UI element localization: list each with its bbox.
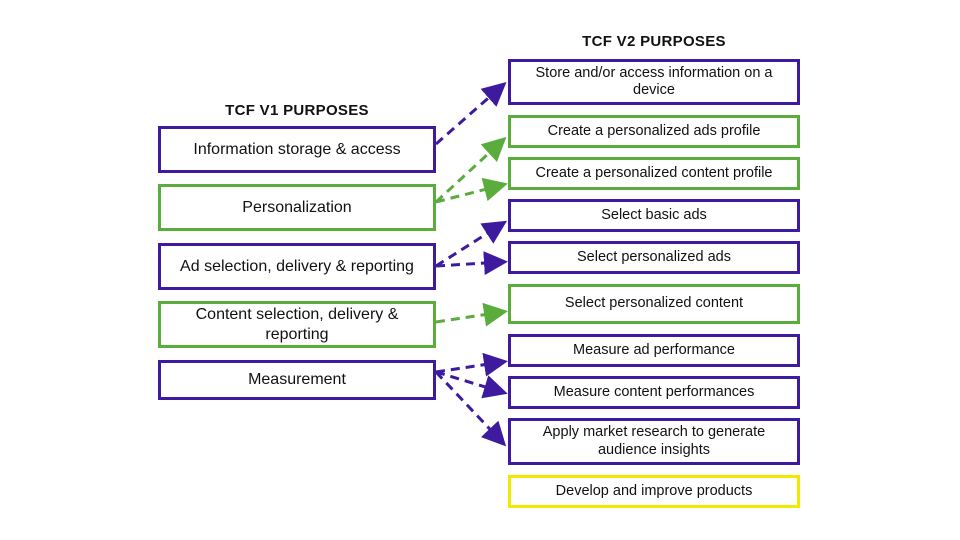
v1-purpose-content-selection: Content selection, delivery & reporting <box>158 301 436 348</box>
v1-column-heading: TCF V1 PURPOSES <box>225 102 369 119</box>
v1-purpose-personalization: Personalization <box>158 184 436 231</box>
mapping-arrow-1 <box>435 82 507 146</box>
mapping-arrow-3 <box>435 177 508 204</box>
mapping-arrow-8 <box>435 370 508 399</box>
v1-purpose-ad-selection: Ad selection, delivery & reporting <box>158 243 436 290</box>
v2-column-heading: TCF V2 PURPOSES <box>582 33 726 50</box>
v2-purpose-store-access: Store and/or access information on a dev… <box>508 59 800 105</box>
mapping-arrow-9 <box>434 370 507 447</box>
mapping-arrow-6 <box>435 302 508 327</box>
v2-purpose-develop-products: Develop and improve products <box>508 475 800 508</box>
v2-purpose-personalized-content: Select personalized content <box>508 284 800 324</box>
mapping-arrow-5 <box>435 251 508 276</box>
v2-purpose-personalized-ads: Select personalized ads <box>508 241 800 274</box>
v1-purpose-measurement: Measurement <box>158 360 436 400</box>
v2-purpose-measure-ad-performance: Measure ad performance <box>508 334 800 367</box>
v2-purpose-market-research: Apply market research to generate audien… <box>508 418 800 465</box>
v2-purpose-measure-content-performance: Measure content performances <box>508 376 800 409</box>
mapping-arrow-4 <box>435 220 508 268</box>
v1-purpose-information-storage: Information storage & access <box>158 126 436 173</box>
v2-purpose-content-profile: Create a personalized content profile <box>508 157 800 190</box>
v2-purpose-basic-ads: Select basic ads <box>508 199 800 232</box>
v2-purpose-ads-profile: Create a personalized ads profile <box>508 115 800 148</box>
mapping-arrow-7 <box>435 352 508 377</box>
